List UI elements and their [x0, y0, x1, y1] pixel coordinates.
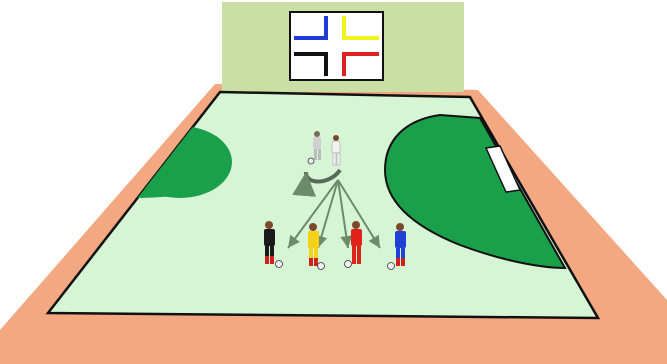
target-board — [290, 12, 383, 80]
ball — [345, 261, 352, 268]
ball — [388, 263, 395, 270]
ball — [308, 158, 314, 164]
ball — [276, 261, 283, 268]
ball — [318, 263, 325, 270]
